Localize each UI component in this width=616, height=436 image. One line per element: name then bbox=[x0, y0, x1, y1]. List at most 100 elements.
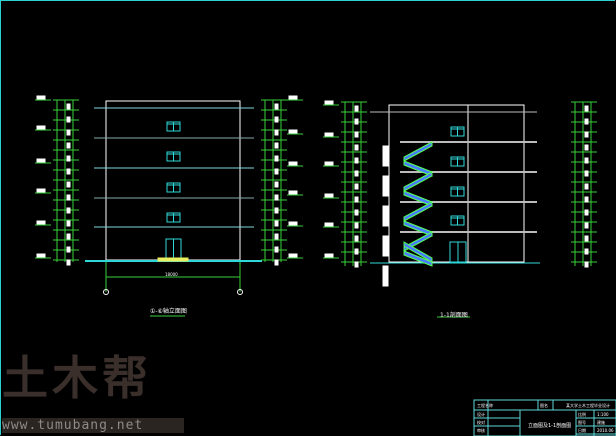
elevation-left-levels-text bbox=[66, 129, 71, 136]
level-mark-0 bbox=[324, 100, 334, 105]
section-left-levels-text bbox=[354, 261, 359, 268]
elevation-dimension: 18000 bbox=[165, 272, 178, 277]
level-mark-5 bbox=[324, 253, 334, 258]
section-left-wall-opening-2 bbox=[382, 205, 389, 227]
elevation-right-levels-text bbox=[274, 259, 279, 266]
section-right-levels-text bbox=[584, 261, 589, 268]
level-mark-2 bbox=[324, 161, 334, 166]
stair-flight-up-3 bbox=[403, 201, 433, 222]
stair-flight-up-1 bbox=[403, 141, 433, 162]
tb-right-label-3: 日期 bbox=[578, 428, 586, 433]
elevation-right-levels-text bbox=[274, 116, 279, 123]
level-mark-0 bbox=[36, 95, 46, 100]
section-right-levels-text bbox=[584, 170, 589, 177]
tb-drawing-label: 图名 bbox=[540, 403, 548, 408]
elevation-right-levels-text bbox=[274, 220, 279, 227]
elevation-right-levels-text bbox=[274, 233, 279, 240]
level-mark-2 bbox=[288, 161, 298, 166]
elevation-right-levels-text bbox=[274, 129, 279, 136]
section-left-wall-opening-1 bbox=[382, 175, 389, 197]
level-mark-4 bbox=[36, 220, 46, 225]
section-left-levels-text bbox=[354, 209, 359, 216]
elevation-left-levels-text bbox=[66, 259, 71, 266]
section-right-levels-text bbox=[584, 248, 589, 255]
stair-flight-up-2 bbox=[403, 171, 433, 192]
elevation-left-levels-text bbox=[66, 181, 71, 188]
stair-flight-ground bbox=[403, 241, 433, 263]
elevation-right-levels-text bbox=[274, 142, 279, 149]
tb-school: 某大学土木工程毕业设计 bbox=[566, 403, 610, 408]
watermark-url: www.tumubang.net bbox=[2, 418, 184, 433]
axis-bubble-6 bbox=[237, 289, 243, 295]
elevation-left-levels-text bbox=[66, 194, 71, 201]
section-left-levels-text bbox=[354, 235, 359, 242]
level-mark-5 bbox=[36, 253, 46, 258]
section-right-levels-text bbox=[584, 235, 589, 242]
section-left-levels-text bbox=[354, 157, 359, 164]
section-right-levels-text bbox=[584, 209, 589, 216]
section-left-levels-text bbox=[354, 144, 359, 151]
elevation-right-levels-text bbox=[274, 155, 279, 162]
level-mark-1 bbox=[288, 129, 298, 134]
elevation-left-levels-text bbox=[66, 116, 71, 123]
section-right-levels-text bbox=[584, 105, 589, 112]
elevation-right-levels-text bbox=[274, 207, 279, 214]
elevation-title: ①-⑥轴立面图 bbox=[150, 308, 187, 315]
section-left-levels-text bbox=[354, 118, 359, 125]
tb-project-label: 工程名称 bbox=[477, 403, 493, 408]
level-mark-1 bbox=[324, 132, 334, 137]
elevation-right-levels-text bbox=[274, 103, 279, 110]
section-right-levels-text bbox=[584, 196, 589, 203]
level-mark-4 bbox=[324, 222, 334, 227]
tb-row-2: 校对 bbox=[477, 420, 485, 425]
section-left-levels-text bbox=[354, 131, 359, 138]
elevation-left-levels-text bbox=[66, 103, 71, 110]
section-right-levels-text bbox=[584, 131, 589, 138]
section-left-levels-text bbox=[354, 248, 359, 255]
tb-row-1: 设计 bbox=[477, 412, 485, 417]
section-right-levels-text bbox=[584, 118, 589, 125]
section-left-levels-text bbox=[354, 183, 359, 190]
section-left-levels-text bbox=[354, 170, 359, 177]
level-mark-1 bbox=[36, 125, 46, 130]
elevation-left-levels-text bbox=[66, 142, 71, 149]
elevation-left-levels-text bbox=[66, 246, 71, 253]
level-mark-4 bbox=[288, 221, 298, 226]
section-title: 1-1剖面图 bbox=[440, 312, 468, 319]
section-right-levels-text bbox=[584, 222, 589, 229]
elevation-right-levels-text bbox=[274, 181, 279, 188]
tb-drawing-name: 立面图及1-1剖面图 bbox=[528, 423, 572, 429]
tb-right-value-2: 建施 bbox=[597, 420, 605, 425]
section-left-wall-opening-3 bbox=[382, 235, 389, 257]
section-left-wall-opening-0 bbox=[382, 145, 389, 167]
elevation-right-levels-text bbox=[274, 168, 279, 175]
section-left-levels-text bbox=[354, 222, 359, 229]
level-mark-3 bbox=[288, 190, 298, 195]
elevation-left-levels-text bbox=[66, 168, 71, 175]
tb-right-label-2: 图号 bbox=[578, 420, 586, 425]
level-mark-2 bbox=[36, 158, 46, 163]
section-right-levels-text bbox=[584, 157, 589, 164]
axis-bubble-1 bbox=[103, 289, 109, 295]
elevation-right-levels-text bbox=[274, 246, 279, 253]
tb-row-3: 审核 bbox=[477, 428, 485, 433]
elevation-entrance-step bbox=[157, 257, 189, 262]
level-mark-5 bbox=[288, 253, 298, 258]
section-right-levels-text bbox=[584, 144, 589, 151]
elevation-left-levels-text bbox=[66, 207, 71, 214]
elevation-left-levels-text bbox=[66, 155, 71, 162]
elevation-left-levels-text bbox=[66, 220, 71, 227]
level-mark-0 bbox=[288, 95, 298, 100]
section-left-levels-text bbox=[354, 105, 359, 112]
tb-right-value-3: 2010.06 bbox=[597, 428, 614, 433]
elevation-left-levels-text bbox=[66, 233, 71, 240]
section-left-levels-text bbox=[354, 196, 359, 203]
watermark-logo: 土木帮 bbox=[2, 351, 152, 405]
tb-right-label-1: 比例 bbox=[578, 412, 586, 417]
section-right-levels-text bbox=[584, 183, 589, 190]
elevation-right-levels-text bbox=[274, 194, 279, 201]
level-mark-3 bbox=[36, 188, 46, 193]
level-mark-3 bbox=[324, 193, 334, 198]
